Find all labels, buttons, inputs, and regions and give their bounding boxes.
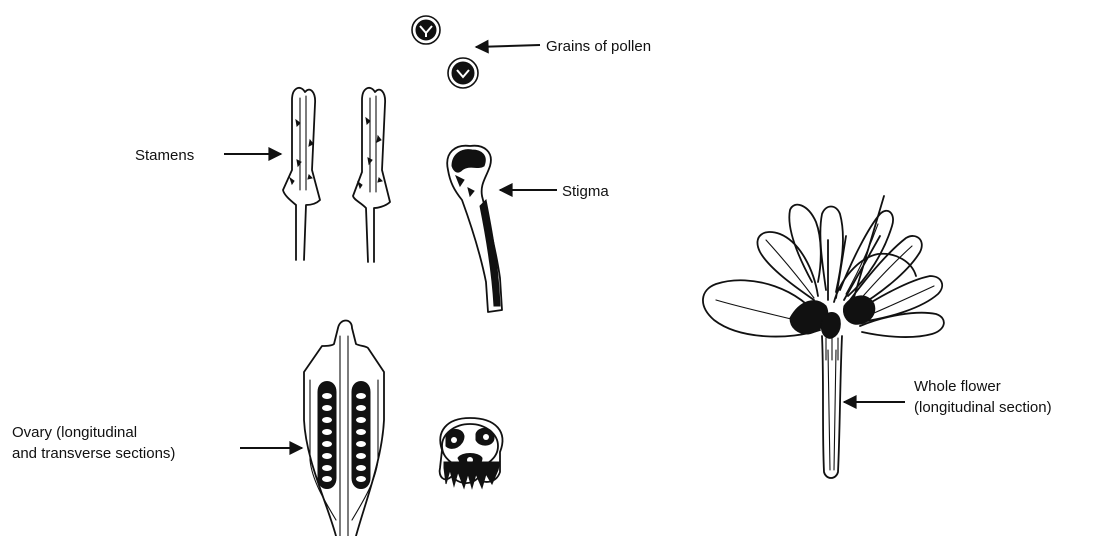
whole-flower-drawing xyxy=(703,196,944,478)
stamen-right xyxy=(353,88,390,262)
pollen-grain-2 xyxy=(448,58,478,88)
ovary-label-line2: and transverse sections) xyxy=(12,445,175,462)
ovary-longitudinal-section xyxy=(304,321,384,536)
ovary-transverse-section xyxy=(440,418,503,488)
pollen-grain-1 xyxy=(412,16,440,44)
stigma-label: Stigma xyxy=(562,183,609,200)
stamens-label: Stamens xyxy=(135,147,194,164)
stamen-left xyxy=(283,88,320,260)
ovary-label-line1: Ovary (longitudinal xyxy=(12,424,137,441)
whole-flower-label-line2: (longitudinal section) xyxy=(914,399,1052,416)
pollen-arrow xyxy=(476,45,540,47)
pollen-label: Grains of pollen xyxy=(546,38,651,55)
whole-flower-label-line1: Whole flower xyxy=(914,378,1001,395)
stigma-drawing xyxy=(447,146,502,312)
